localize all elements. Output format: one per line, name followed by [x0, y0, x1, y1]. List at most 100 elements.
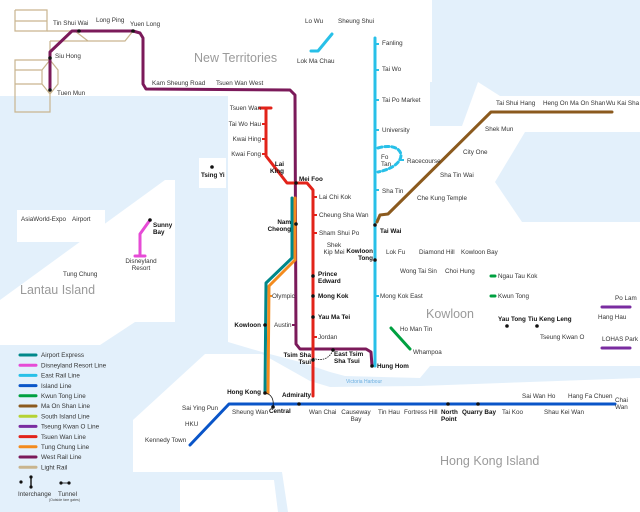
station-university[interactable]: University	[382, 127, 410, 134]
station-choi-hung[interactable]: Choi Hung	[445, 268, 475, 275]
station-mei-foo[interactable]: Mei Foo	[299, 176, 323, 183]
station-mong-kok-east[interactable]: Mong Kok East	[380, 293, 423, 300]
station-mong-kok[interactable]: Mong Kok	[318, 293, 349, 300]
station-hung-hom[interactable]: Hung Hom	[377, 363, 409, 370]
disneyland-resort-line[interactable]	[138, 218, 152, 258]
station-tsuen-wan-west[interactable]: Tsuen Wan West	[216, 80, 263, 87]
station-lok-fu[interactable]: Lok Fu	[386, 249, 406, 256]
station-lok-ma-chau[interactable]: Lok Ma Chau	[297, 58, 335, 65]
tung-chung-line[interactable]	[266, 196, 297, 395]
station-racecourse[interactable]: Racecourse	[407, 158, 441, 165]
port-shelter	[495, 132, 640, 222]
victoria-harbour-label: Victoria Harbour	[346, 379, 382, 385]
station-quarry-bay[interactable]: Quarry Bay	[462, 409, 496, 416]
station-kam-sheung-road[interactable]: Kam Sheung Road	[152, 80, 206, 87]
station-tai-wo[interactable]: Tai Wo	[382, 66, 402, 73]
station-tin-hau[interactable]: Tin Hau	[378, 409, 400, 416]
interchange-dot-icon	[19, 480, 23, 484]
station-tai-wai[interactable]: Tai Wai	[380, 228, 402, 235]
station-wu-kai-sha[interactable]: Wu Kai Sha	[606, 100, 640, 107]
station-cheung-sha-wan[interactable]: Cheung Sha Wan	[319, 212, 369, 219]
station-admiralty[interactable]: Admiralty	[282, 392, 312, 399]
station-lai-chi-kok[interactable]: Lai Chi Kok	[319, 194, 352, 201]
station-sha-tin-wai[interactable]: Sha Tin Wai	[440, 172, 474, 179]
station-lo-wu[interactable]: Lo Wu	[305, 18, 324, 25]
station-wong-tai-sin[interactable]: Wong Tai Sin	[400, 268, 437, 275]
station-sheung-shui[interactable]: Sheung Shui	[338, 18, 374, 25]
station-kwai-fong[interactable]: Kwai Fong	[231, 151, 261, 158]
station-siu-hong[interactable]: Siu Hong	[55, 53, 81, 60]
station-kwai-hing[interactable]: Kwai Hing	[233, 136, 262, 143]
station-central[interactable]: Central	[269, 408, 291, 415]
station-asiaworld-expo[interactable]: AsiaWorld-Expo	[21, 216, 67, 223]
station-kennedy-town[interactable]: Kennedy Town	[145, 437, 187, 444]
station-sai-wan-ho[interactable]: Sai Wan Ho	[522, 393, 556, 400]
station-diamond-hill[interactable]: Diamond Hill	[419, 249, 455, 256]
station-tai-shui-hang[interactable]: Tai Shui Hang	[496, 100, 536, 107]
station-jordan[interactable]: Jordan	[318, 334, 338, 341]
station-whampoa[interactable]: Whampoa	[413, 349, 442, 356]
legend-label: South Island Line	[41, 413, 90, 420]
station-fanling[interactable]: Fanling	[382, 40, 403, 47]
station-austin[interactable]: Austin	[274, 322, 292, 329]
station-ngau-tau-kok[interactable]: Ngau Tau Kok	[498, 273, 538, 280]
station-yuen-long[interactable]: Yuen Long	[130, 21, 161, 28]
station-city-one[interactable]: City One	[463, 149, 488, 156]
station-kowloon[interactable]: Kowloon	[234, 322, 261, 329]
station-hang-fa-chuen[interactable]: Hang Fa Chuen	[568, 393, 613, 400]
west-rail-line[interactable]	[48, 29, 374, 368]
station-hong-kong[interactable]: Hong Kong	[227, 389, 261, 396]
station-yau-tong[interactable]: Yau Tong	[498, 316, 526, 323]
station-tai-po-market[interactable]: Tai Po Market	[382, 97, 421, 104]
island-line[interactable]	[188, 402, 617, 447]
station-wan-chai[interactable]: Wan Chai	[309, 409, 336, 416]
station-hku[interactable]: HKU	[185, 421, 199, 428]
station-kowloon-bay[interactable]: Kowloon Bay	[461, 249, 499, 256]
station-tsuen-wan[interactable]: Tsuen Wan	[230, 105, 262, 112]
station-sheung-wan[interactable]: Sheung Wan	[232, 409, 269, 416]
station-tiu-keng-leng[interactable]: Tiu Keng Leng	[528, 316, 572, 323]
station-yau-ma-tei[interactable]: Yau Ma Tei	[318, 314, 350, 321]
station-ma-on-shan[interactable]: Ma On Shan	[570, 100, 606, 107]
station-tseung-kwan-o[interactable]: Tseung Kwan O	[540, 334, 585, 341]
ma-on-shan-line[interactable]	[375, 110, 614, 224]
station-long-ping[interactable]: Long Ping	[96, 17, 125, 24]
station-fortress-hill[interactable]: Fortress Hill	[404, 409, 438, 416]
station-tin-shui-wai[interactable]: Tin Shui Wai	[53, 20, 88, 27]
station-sai-ying-pun[interactable]: Sai Ying Pun	[182, 405, 219, 412]
station-airport[interactable]: Airport	[72, 216, 91, 223]
station-olympic[interactable]: Olympic	[272, 293, 295, 300]
station-che-kung-temple[interactable]: Che Kung Temple	[417, 195, 467, 202]
station-po-lam[interactable]: Po Lam	[615, 295, 637, 302]
station-shau-kei-wan[interactable]: Shau Kei Wan	[544, 409, 585, 416]
station-tsing-yi[interactable]: Tsing Yi	[201, 172, 225, 179]
station-lohas-park[interactable]: LOHAS Park	[602, 336, 639, 343]
kwun-tong-line[interactable]	[389, 326, 412, 351]
station-hang-hau[interactable]: Hang Hau	[598, 314, 627, 321]
station-shek-mun[interactable]: Shek Mun	[485, 126, 514, 133]
station-tung-chung[interactable]: Tung Chung	[63, 271, 98, 278]
station-kwun-tong[interactable]: Kwun Tong	[498, 293, 530, 300]
lok-ma-chau-spur[interactable]	[309, 32, 334, 53]
station-heng-on[interactable]: Heng On	[543, 100, 569, 107]
station-tai-wo-hau[interactable]: Tai Wo Hau	[229, 121, 262, 128]
station-tai-koo[interactable]: Tai Koo	[502, 409, 524, 416]
airport-express-line[interactable]	[263, 196, 294, 395]
station-ho-man-tin[interactable]: Ho Man Tin	[400, 326, 433, 333]
station-sha-tin[interactable]: Sha Tin	[382, 188, 404, 195]
station-tuen-mun[interactable]: Tuen Mun	[57, 90, 86, 97]
station-sham-shui-po[interactable]: Sham Shui Po	[319, 230, 360, 237]
